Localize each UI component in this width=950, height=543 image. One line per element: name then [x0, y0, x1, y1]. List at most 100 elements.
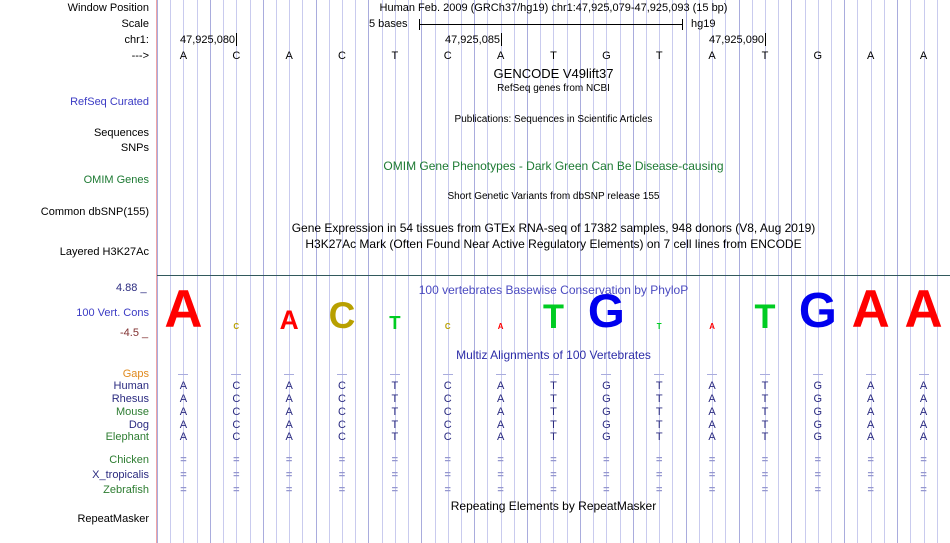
conservation-base-A: A: [164, 280, 203, 339]
multiz-cell-zebrafish: =: [656, 484, 663, 496]
multiz-cell-dog: A: [285, 419, 293, 431]
multiz-cell-dog: C: [338, 419, 346, 431]
track-title-phylop[interactable]: 100 vertebrates Basewise Conservation by…: [418, 283, 689, 297]
track-title-multiz[interactable]: Multiz Alignments of 100 Vertebrates: [456, 348, 651, 362]
sidebar-item-human[interactable]: Human: [113, 380, 149, 392]
ruler-base: G: [813, 50, 823, 62]
multiz-cell-rhesus: C: [338, 393, 346, 405]
sidebar-item-chr1[interactable]: chr1:: [124, 34, 149, 46]
track-title-gencode[interactable]: GENCODE V49lift37: [493, 66, 614, 81]
sidebar-item-dog[interactable]: Dog: [128, 419, 149, 431]
track-title-publications[interactable]: Publications: Sequences in Scientific Ar…: [454, 114, 653, 125]
multiz-cell-rhesus: G: [813, 393, 823, 405]
sidebar-item-snps[interactable]: SNPs: [120, 142, 149, 154]
multiz-cell-elephant: A: [919, 431, 928, 443]
multiz-cell-human: T: [655, 380, 663, 392]
multiz-cell-elephant: G: [813, 431, 823, 443]
multiz-cell-zebrafish: =: [338, 484, 346, 496]
sidebar-item-refseq-curated[interactable]: RefSeq Curated: [70, 96, 149, 108]
multiz-cell-dog: A: [867, 419, 875, 431]
gap-mark: [865, 374, 876, 375]
multiz-cell-zebrafish: =: [391, 484, 399, 496]
sidebar-item-mouse[interactable]: Mouse: [115, 406, 149, 418]
multiz-cell-chicken: =: [867, 454, 874, 466]
multiz-cell-chicken: =: [180, 454, 187, 466]
multiz-cell-mouse: T: [550, 406, 557, 418]
sidebar-item-100-vert-cons[interactable]: 100 Vert. Cons: [76, 307, 149, 319]
ruler-base: A: [179, 50, 188, 62]
multiz-cell-mouse: A: [867, 406, 875, 418]
sidebar-item-rhesus[interactable]: Rhesus: [111, 393, 149, 405]
ruler-base: A: [708, 50, 716, 62]
multiz-cell-zebrafish: =: [285, 484, 293, 496]
multiz-cell-x_tropicalis: =: [550, 469, 557, 481]
track-title-dbsnp[interactable]: Short Genetic Variants from dbSNP releas…: [447, 191, 660, 202]
sidebar-item-window-position[interactable]: Window Position: [67, 2, 149, 14]
sidebar-item-chicken[interactable]: Chicken: [109, 454, 149, 466]
gap-mark: [442, 374, 453, 375]
multiz-cell-mouse: T: [761, 406, 769, 418]
sidebar-item-scale[interactable]: Scale: [121, 18, 149, 30]
multiz-cell-chicken: =: [603, 454, 610, 466]
multiz-cell-rhesus: C: [232, 393, 241, 405]
sidebar-item-sequences[interactable]: Sequences: [93, 127, 149, 139]
ruler-base: A: [867, 50, 875, 62]
gap-mark: [178, 374, 189, 375]
multiz-cell-human: C: [338, 380, 346, 392]
gap-mark: [231, 374, 242, 375]
track-title-h3k27ac[interactable]: H3K27Ac Mark (Often Found Near Active Re…: [305, 237, 802, 251]
sidebar-item-elephant[interactable]: Elephant: [105, 431, 149, 443]
sidebar-item-layered-h3k27ac[interactable]: Layered H3K27Ac: [59, 246, 149, 258]
track-title-gtex[interactable]: Gene Expression in 54 tissues from GTEx …: [291, 221, 816, 235]
multiz-cell-human: A: [708, 380, 716, 392]
multiz-cell-elephant: A: [496, 431, 505, 443]
conservation-base-C: C: [233, 322, 240, 331]
sidebar-item-gaps[interactable]: Gaps: [122, 368, 149, 380]
track-title-omim[interactable]: OMIM Gene Phenotypes - Dark Green Can Be…: [383, 159, 724, 173]
multiz-cell-human: C: [443, 380, 452, 392]
coordinate-tick: [236, 33, 237, 46]
track-title-repeatmasker[interactable]: Repeating Elements by RepeatMasker: [450, 499, 657, 513]
gap-mark: [284, 374, 295, 375]
sidebar-item-[interactable]: --->: [131, 50, 149, 62]
sidebar-item-zebrafish[interactable]: Zebrafish: [103, 484, 149, 496]
coordinate-tick: [765, 33, 766, 46]
multiz-cell-zebrafish: =: [761, 484, 769, 496]
multiz-cell-chicken: =: [920, 454, 927, 466]
conservation-base-T: T: [656, 322, 662, 331]
sidebar-item-omim-genes[interactable]: OMIM Genes: [83, 174, 149, 186]
multiz-cell-elephant: T: [655, 431, 663, 443]
ruler-base: T: [391, 50, 399, 62]
multiz-cell-dog: T: [550, 419, 557, 431]
conservation-base-G: G: [587, 285, 625, 338]
multiz-cell-dog: A: [496, 419, 505, 431]
multiz-cell-mouse: A: [285, 406, 293, 418]
track-title-refseq[interactable]: RefSeq genes from NCBI: [497, 83, 610, 94]
conservation-base-A: A: [709, 322, 715, 331]
conservation-base-T: T: [754, 298, 776, 336]
conservation-axis-min: -4.5 _: [120, 327, 149, 339]
multiz-cell-chicken: =: [497, 454, 504, 466]
multiz-cell-zebrafish: =: [550, 484, 557, 496]
multiz-cell-x_tropicalis: =: [180, 469, 187, 481]
multiz-cell-dog: T: [391, 419, 399, 431]
multiz-cell-x_tropicalis: =: [497, 469, 504, 481]
sidebar-item-repeatmasker[interactable]: RepeatMasker: [77, 513, 149, 525]
multiz-cell-chicken: =: [708, 454, 716, 466]
multiz-cell-x_tropicalis: =: [603, 469, 610, 481]
sidebar-item-x-tropicalis[interactable]: X_tropicalis: [92, 469, 149, 481]
multiz-cell-dog: T: [655, 419, 663, 431]
multiz-cell-elephant: C: [232, 431, 241, 443]
ruler-base: T: [655, 50, 663, 62]
conservation-base-A: A: [497, 322, 504, 331]
ruler-base: T: [761, 50, 769, 62]
scale-bar-right-cap: [682, 19, 683, 30]
conservation-base-A: A: [851, 280, 890, 339]
multiz-cell-human: A: [919, 380, 928, 392]
assembly-position-title: Human Feb. 2009 (GRCh37/hg19) chr1:47,92…: [379, 2, 728, 14]
sidebar-item-common-dbsnp-155[interactable]: Common dbSNP(155): [40, 206, 149, 218]
multiz-cell-elephant: A: [285, 431, 293, 443]
multiz-cell-x_tropicalis: =: [391, 469, 399, 481]
